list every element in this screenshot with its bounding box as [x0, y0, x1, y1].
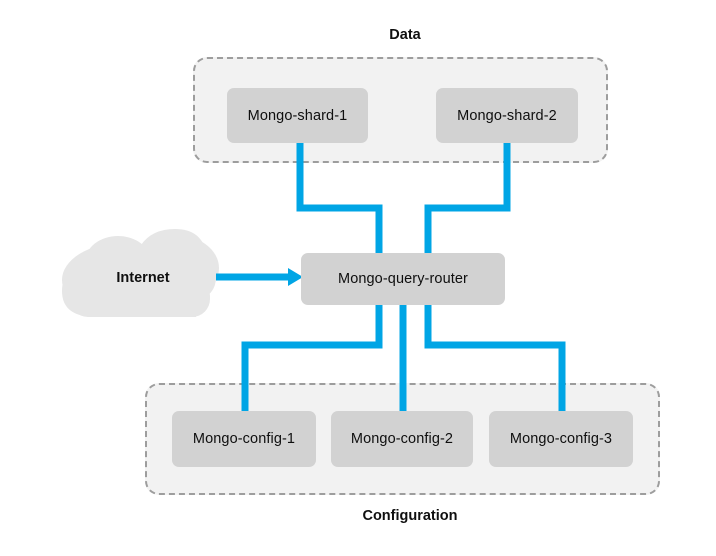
node-mongo-config-2[interactable]: Mongo-config-2: [331, 411, 473, 467]
connector-shard1-to-router: [296, 142, 383, 255]
connector-router-to-config3: [424, 303, 566, 413]
internet-cloud-icon: [62, 229, 219, 317]
node-label: Mongo-query-router: [338, 271, 468, 287]
connector-router-to-config1: [241, 303, 383, 413]
node-label: Mongo-config-3: [509, 431, 613, 447]
cloud-label-internet: Internet: [116, 270, 170, 286]
connector-shard2-to-router: [424, 142, 511, 255]
connector-internet-to-router: [216, 268, 303, 286]
node-label: Mongo-shard-1: [247, 107, 348, 124]
node-label: Mongo-config-1: [192, 431, 296, 447]
node-mongo-shard-1[interactable]: Mongo-shard-1: [227, 88, 368, 143]
node-label: Mongo-config-2: [350, 431, 454, 447]
group-label-configuration: Configuration: [362, 508, 458, 524]
node-mongo-config-3[interactable]: Mongo-config-3: [489, 411, 633, 467]
node-mongo-shard-2[interactable]: Mongo-shard-2: [436, 88, 578, 143]
node-mongo-query-router[interactable]: Mongo-query-router: [301, 253, 505, 305]
group-label-data: Data: [389, 27, 421, 43]
node-mongo-config-1[interactable]: Mongo-config-1: [172, 411, 316, 467]
node-label: Mongo-shard-2: [457, 107, 557, 124]
